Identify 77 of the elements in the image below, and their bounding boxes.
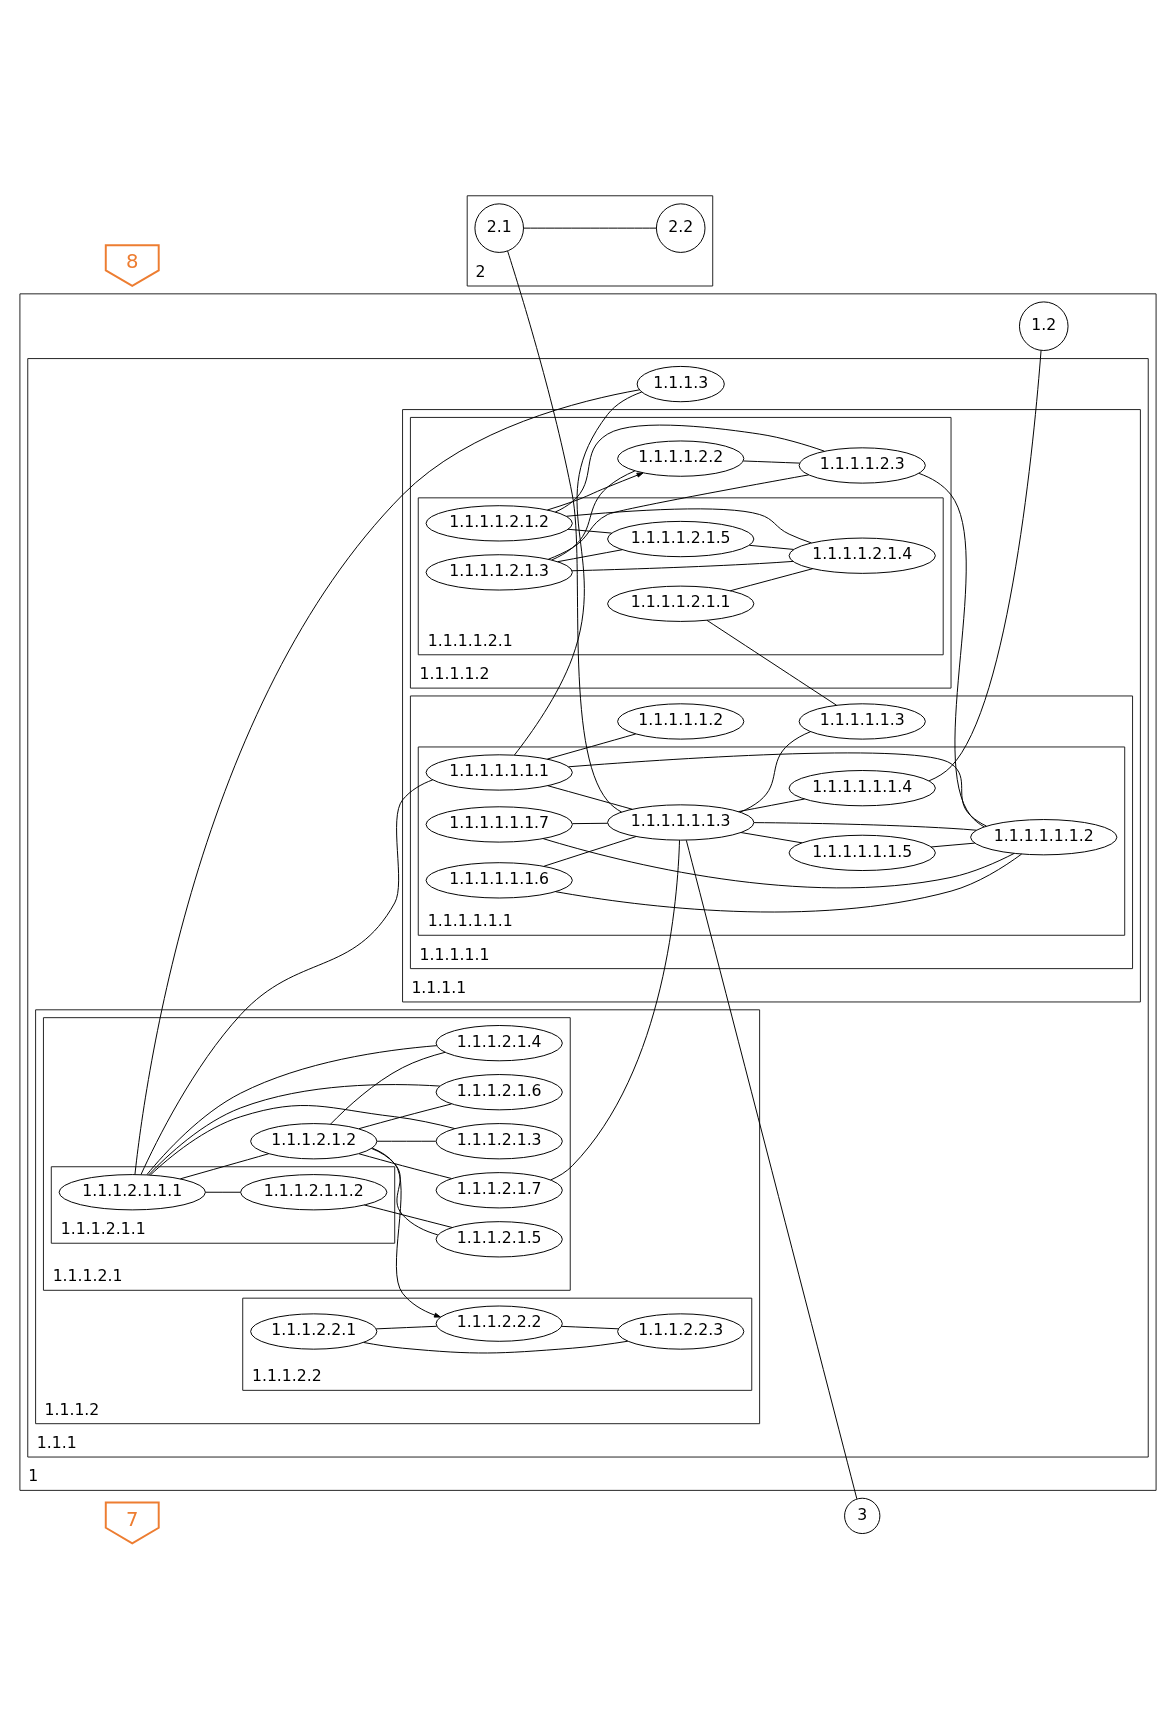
connector xyxy=(571,822,609,825)
connector xyxy=(738,798,805,813)
connector xyxy=(547,785,633,810)
connector xyxy=(555,853,1023,913)
connector xyxy=(740,832,803,844)
connector xyxy=(507,250,623,813)
node-ellipse: 1.1.1.1.1.1.4 xyxy=(788,770,936,807)
connector xyxy=(739,731,811,813)
node-ellipse: 1.1.1.1.1.1.3 xyxy=(607,804,755,841)
connector xyxy=(743,460,800,464)
connector xyxy=(146,1045,438,1176)
connector xyxy=(567,528,613,534)
connector xyxy=(554,424,825,513)
node-ellipse: 1.1.1.1.2.1.4 xyxy=(788,537,936,574)
connector xyxy=(729,568,814,592)
connector xyxy=(753,822,977,831)
node-ellipse: 1.1.1.2.1.6 xyxy=(435,1074,563,1111)
connector xyxy=(571,560,794,572)
node-ellipse: 1.1.1.2.1.1.2 xyxy=(240,1174,388,1211)
connector xyxy=(685,839,858,1500)
connector xyxy=(930,842,976,848)
connector xyxy=(205,1191,241,1193)
node-ellipse: 1.1.1.1.1.1.6 xyxy=(425,862,573,899)
connector xyxy=(566,508,812,544)
node-ellipse: 1.1.1.1.1.1.1 xyxy=(425,754,573,791)
connector xyxy=(363,1340,629,1354)
connector xyxy=(918,472,985,828)
node-circle: 1.2 xyxy=(1019,301,1069,351)
connector xyxy=(376,1140,437,1142)
connector xyxy=(550,839,680,1181)
arrow xyxy=(546,472,644,511)
connector xyxy=(330,1051,446,1125)
connector xyxy=(140,779,434,1176)
connector xyxy=(568,752,987,827)
node-ellipse: 1.1.1.1.2.1.1 xyxy=(607,585,755,622)
node-ellipse: 1.1.1.2.1.4 xyxy=(435,1025,563,1062)
node-ellipse: 1.1.1.1.2.1.3 xyxy=(425,554,573,591)
connector xyxy=(551,470,636,561)
node-ellipse: 1.1.1.1.1.1.5 xyxy=(788,834,936,872)
connector xyxy=(371,1147,439,1236)
node-ellipse: 1.1.1.3 xyxy=(636,365,725,403)
connector xyxy=(928,349,1042,782)
connector xyxy=(358,1153,452,1179)
node-ellipse: 1.1.1.2.1.2 xyxy=(250,1123,378,1160)
node-ellipse: 1.1.1.2.2.3 xyxy=(617,1313,745,1350)
node-ellipse: 1.1.1.2.1.1.1 xyxy=(58,1174,206,1211)
connector xyxy=(358,1103,452,1130)
node-ellipse: 1.1.1.2.1.7 xyxy=(435,1172,563,1209)
connector xyxy=(513,391,643,756)
node-ellipse: 1.1.1.1.2.3 xyxy=(798,447,926,484)
connector xyxy=(557,549,623,563)
connector xyxy=(149,1105,456,1176)
node-circle: 2.2 xyxy=(655,203,706,253)
node-ellipse: 1.1.1.2.2.1 xyxy=(250,1313,378,1350)
connector xyxy=(542,838,1015,889)
connector xyxy=(748,544,795,550)
node-ellipse: 1.1.1.2.1.3 xyxy=(435,1123,563,1160)
arrow xyxy=(371,1147,441,1318)
node-circle: 2.1 xyxy=(474,203,524,253)
connector xyxy=(561,1325,619,1330)
connector xyxy=(148,1084,441,1176)
connector xyxy=(547,474,810,560)
node-ellipse: 1.1.1.1.1.2 xyxy=(617,703,745,740)
node-ellipse: 1.1.1.1.1.3 xyxy=(798,703,926,740)
node-ellipse: 1.1.1.1.1.1.2 xyxy=(970,819,1118,856)
connector xyxy=(375,1325,437,1330)
connector xyxy=(546,733,637,760)
connector xyxy=(706,619,838,706)
node-ellipse: 1.1.1.1.1.1.7 xyxy=(425,806,573,843)
connector xyxy=(523,227,658,229)
connector xyxy=(134,389,640,1175)
node-circle: 3 xyxy=(844,1497,881,1535)
node-ellipse: 1.1.1.1.2.1.2 xyxy=(425,505,573,542)
connector xyxy=(543,836,637,867)
node-ellipse: 1.1.1.2.1.5 xyxy=(435,1221,563,1258)
connector xyxy=(363,1204,453,1228)
node-ellipse: 1.1.1.1.2.1.5 xyxy=(607,520,755,558)
